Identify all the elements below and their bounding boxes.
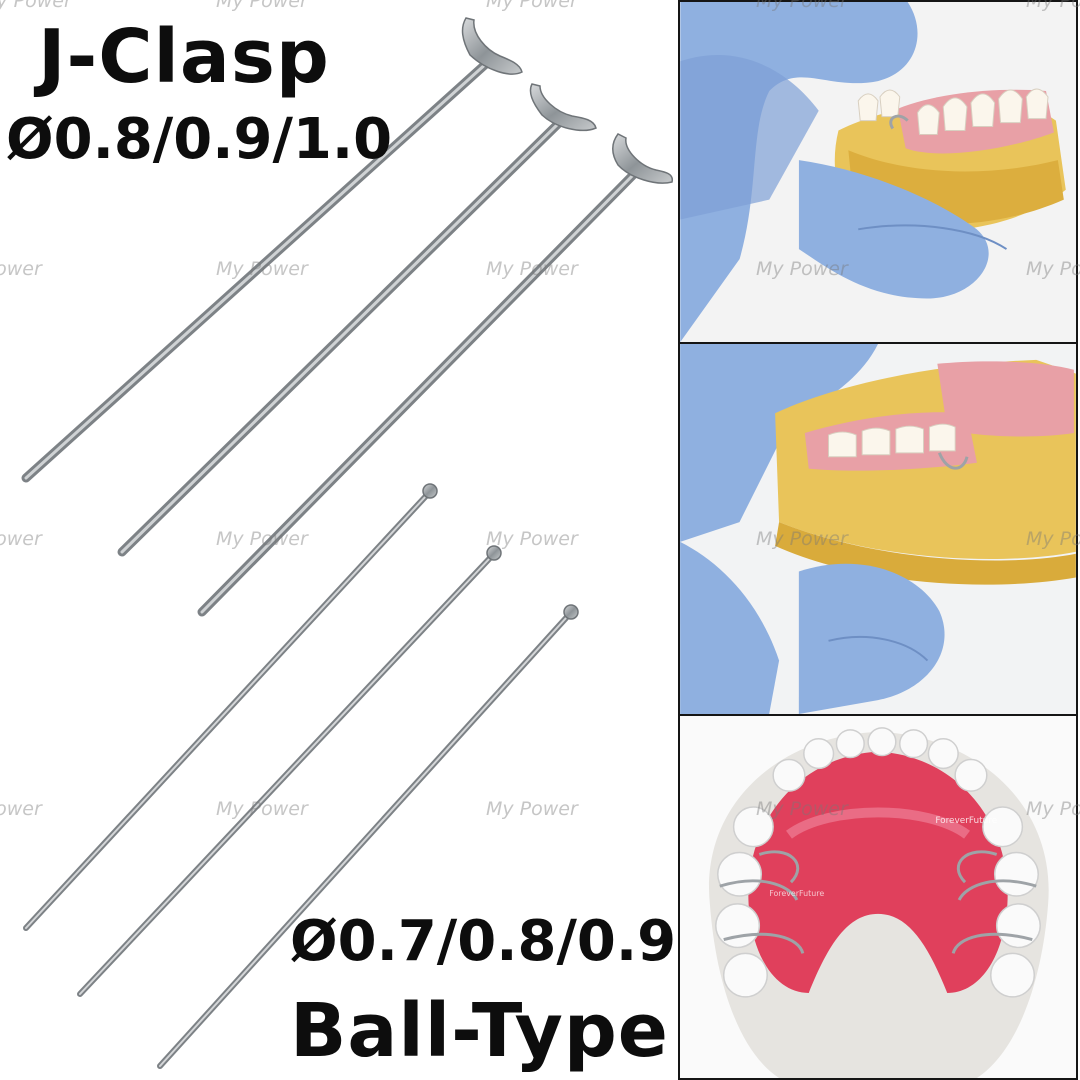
j-clasp-sizes: Ø0.8/0.9/1.0 [6, 107, 393, 172]
brand-label: ForeverFuture [769, 889, 824, 898]
lower-model-photo [680, 2, 1066, 342]
j-clasp-wire-icon [21, 17, 523, 483]
j-clasp-wire-icon [197, 133, 674, 617]
photo-panel-lower-model [678, 0, 1078, 344]
wire-illustration [21, 17, 674, 1069]
ball-type-title: Ball-Type [290, 988, 669, 1074]
ball-clasp-wire-icon [77, 545, 502, 997]
photo-panel-retainer: ForeverFuture ForeverFuture [678, 714, 1078, 1080]
retainer-photo: ForeverFuture ForeverFuture [709, 727, 1049, 1078]
ball-type-sizes: Ø0.7/0.8/0.9 [290, 909, 677, 974]
j-clasp-title: J-Clasp [38, 14, 330, 100]
ball-clasp-wire-icon [23, 483, 438, 931]
brand-label: ForeverFuture [935, 816, 997, 826]
j-clasp-wire-icon [117, 83, 597, 557]
photo-panel-upper-model [678, 342, 1078, 716]
ball-clasp-wire-icon [157, 604, 579, 1069]
upper-model-photo [680, 344, 1076, 714]
